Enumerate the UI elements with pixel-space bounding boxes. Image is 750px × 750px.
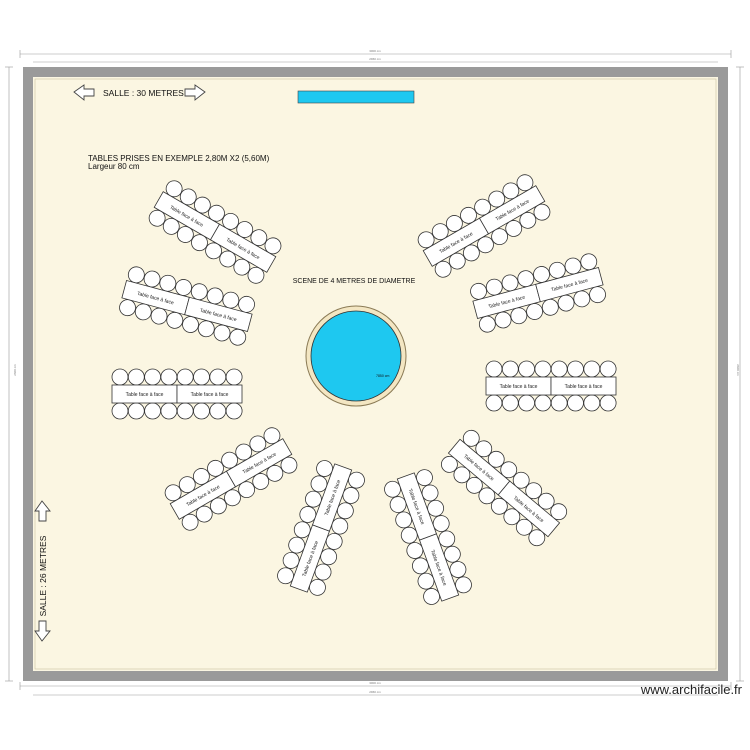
- room-width-label: SALLE : 30 METRES: [103, 88, 184, 98]
- chair: [518, 360, 535, 378]
- chair: [209, 368, 227, 386]
- chair: [485, 394, 503, 412]
- table: [209, 223, 277, 273]
- dim-top-inner: 2960 cm: [369, 57, 381, 61]
- table-group-left: Table face à face Table face à face: [111, 368, 243, 420]
- dimension-lines: [5, 50, 744, 696]
- chair: [209, 402, 227, 420]
- chair: [599, 394, 617, 412]
- stage-label: SCENE DE 4 METRES DE DIAMETRE: [293, 278, 416, 285]
- chair: [144, 368, 161, 386]
- table-label: Table face à face: [565, 384, 603, 390]
- chair: [567, 360, 584, 378]
- chair: [193, 402, 210, 420]
- chair: [567, 394, 584, 412]
- table: [225, 438, 293, 488]
- table-label: Table face à face: [126, 392, 164, 398]
- table-group-right: Table face à face Table face à face: [485, 360, 617, 412]
- room-width-indicator: [73, 84, 206, 101]
- chair: [111, 402, 129, 420]
- right-arrow-icon: [184, 84, 206, 101]
- chair: [583, 360, 601, 378]
- dim-left: 2600 cm: [13, 364, 17, 376]
- chair: [127, 402, 145, 420]
- table-label: Table face à face: [500, 384, 538, 390]
- chair: [160, 402, 178, 420]
- chair: [583, 394, 601, 412]
- chair: [127, 368, 145, 386]
- chair: [160, 368, 178, 386]
- chair: [534, 394, 552, 412]
- chair: [225, 402, 243, 420]
- floor-inner-line: [34, 78, 717, 670]
- chair: [534, 360, 552, 378]
- chair: [225, 368, 243, 386]
- watermark: www.archifacile.fr: [640, 682, 742, 697]
- dim-right: 2600 cm: [736, 364, 740, 376]
- chair: [193, 368, 210, 386]
- chair: [144, 402, 161, 420]
- table: [550, 376, 617, 396]
- screen-bar: [297, 90, 415, 104]
- room-height-label: SALLE : 26 METRES: [38, 535, 48, 616]
- dim-bottom-inner: 2960 cm: [369, 690, 381, 694]
- table: [184, 296, 253, 333]
- down-arrow-icon: [34, 620, 51, 642]
- table: [419, 533, 460, 602]
- chair: [501, 360, 519, 378]
- stage-size-text: 7850 cm: [376, 374, 390, 378]
- dim-top-outer: 3000 cm: [369, 49, 381, 53]
- room-height-indicator: [34, 500, 51, 642]
- chair: [501, 394, 519, 412]
- table: [478, 185, 546, 235]
- table: [176, 384, 243, 404]
- chair: [550, 360, 568, 378]
- table: [312, 463, 353, 532]
- chair: [111, 368, 129, 386]
- chair: [176, 368, 194, 386]
- chair: [599, 360, 617, 378]
- stage: [310, 310, 402, 402]
- table: [497, 480, 561, 538]
- left-arrow-icon: [73, 84, 95, 101]
- table: [535, 266, 604, 303]
- chair: [550, 394, 568, 412]
- table-label: Table face à face: [191, 392, 229, 398]
- chair: [176, 402, 194, 420]
- up-arrow-icon: [34, 500, 51, 522]
- chair: [485, 360, 503, 378]
- note-table-width: Largeur 80 cm: [88, 162, 140, 171]
- dim-bottom-outer: 3000 cm: [369, 681, 381, 685]
- note-tables-example: TABLES PRISES EN EXEMPLE 2,80M X2 (5,60M…: [88, 154, 270, 163]
- chair: [518, 394, 535, 412]
